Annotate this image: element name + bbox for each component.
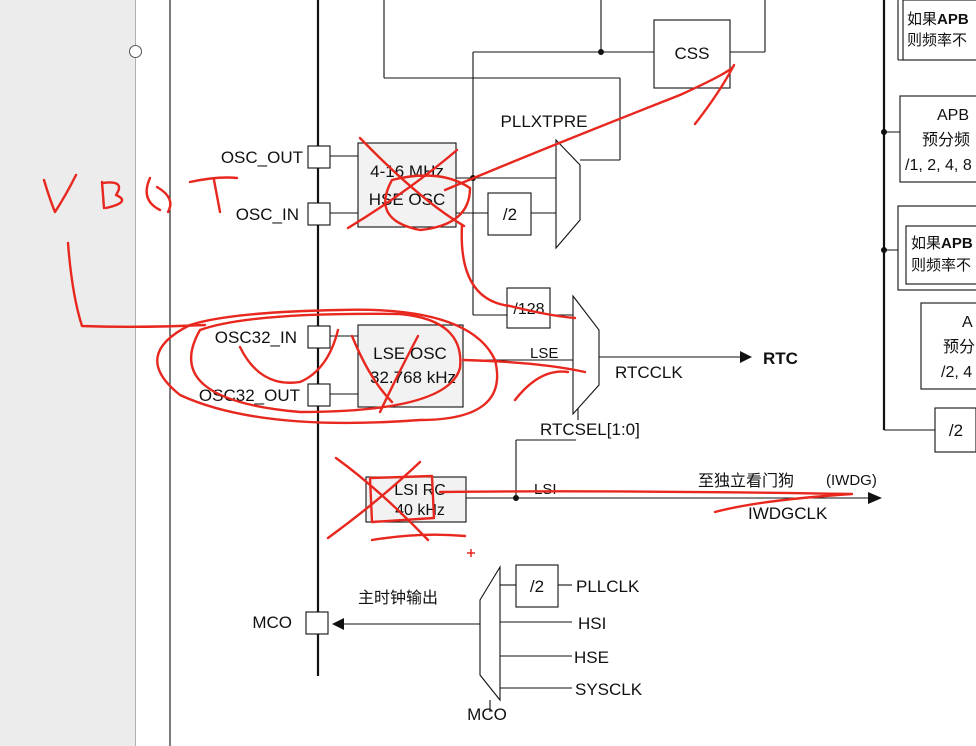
svg-text:如果APB: 如果APB xyxy=(907,10,969,28)
signal-arrows xyxy=(332,351,882,630)
ink-loop-hse xyxy=(384,174,472,232)
ink-bracket xyxy=(66,241,207,328)
right-box3-bold: APB xyxy=(941,235,973,252)
rtcclk-label: RTCCLK xyxy=(615,363,683,382)
right-box2-line2: 预分频 xyxy=(922,130,970,149)
svg-text:如果APB: 如果APB xyxy=(911,234,973,252)
mco-mux-label: MCO xyxy=(467,705,507,724)
pllxtpre-label: PLLXTPRE xyxy=(501,112,588,131)
ink-x-lse xyxy=(350,334,420,414)
right-box-2 xyxy=(899,95,976,183)
mco-mux xyxy=(479,565,501,702)
right-box3-line2: 则频率不 xyxy=(911,256,971,274)
right-box1-bold: APB xyxy=(937,11,969,28)
hse-osc-name: HSE OSC xyxy=(369,190,446,209)
mco-pin-label: MCO xyxy=(252,613,292,632)
osc-in-label: OSC_IN xyxy=(236,205,299,224)
div2-hse-label: /2 xyxy=(503,205,517,224)
right-box4-line1: A xyxy=(962,314,973,331)
iwdg-en-label: (IWDG) xyxy=(826,472,877,489)
sysclk-label: SYSCLK xyxy=(575,680,643,699)
ink-check xyxy=(238,328,340,384)
pin-pads xyxy=(305,145,331,635)
ink-letter-v xyxy=(42,173,78,214)
right-box4-line2: 预分 xyxy=(943,337,975,356)
ink-to-128 xyxy=(460,223,577,320)
rtcsel-mux xyxy=(572,294,600,416)
ink-lsi-arrow xyxy=(438,490,854,514)
right-box4-line3: /2, 4 xyxy=(941,364,972,381)
lse-osc-freq: 32.768 kHz xyxy=(370,368,456,387)
div2-right-label: /2 xyxy=(949,421,963,440)
lsi-rc-freq: 40 kHz xyxy=(395,502,445,519)
right-box1-line2: 则频率不 xyxy=(907,31,967,49)
ink-letter-b xyxy=(100,180,124,210)
hsi-label: HSI xyxy=(578,614,606,633)
right-box2-line3: /1, 2, 4, 8 xyxy=(905,157,972,174)
rtc-label: RTC xyxy=(763,349,798,368)
right-side-labels: 如果APB 则频率不 APB 预分频 /1, 2, 4, 8 如果APB 则频率… xyxy=(905,10,975,381)
side-panel xyxy=(0,0,136,746)
mco-output-label: 主时钟输出 xyxy=(358,588,438,607)
right-box-1 xyxy=(902,0,976,61)
diagram-labels: OSC_OUT OSC_IN OSC32_IN OSC32_OUT MCO 4-… xyxy=(199,44,963,724)
lse-osc-block xyxy=(357,324,464,408)
osc32-out-label: OSC32_OUT xyxy=(199,386,300,405)
handwritten-annotations xyxy=(42,63,854,557)
ink-underline-lsi xyxy=(370,533,467,542)
iwdgclk-label: IWDGCLK xyxy=(748,504,828,523)
div2-pll-block xyxy=(515,564,559,608)
ink-lse-arrow xyxy=(461,358,587,374)
div2-right-block xyxy=(934,407,976,453)
resize-handle[interactable] xyxy=(129,45,142,58)
right-box-3 xyxy=(905,225,976,285)
right-box3-cn: 如果 xyxy=(911,234,941,252)
ink-letter-a xyxy=(145,176,172,214)
pllclk-label: PLLCLK xyxy=(576,577,640,596)
rtcsel-label: RTCSEL[1:0] xyxy=(540,420,640,439)
lse-mux-input-label: LSE xyxy=(530,345,558,362)
osc-out-label: OSC_OUT xyxy=(221,148,303,167)
div2-hse-block xyxy=(487,192,532,236)
ink-loop-inner xyxy=(189,312,462,414)
ink-box-lsi xyxy=(368,474,436,524)
ink-letter-t xyxy=(188,176,239,214)
right-box2-line1: APB xyxy=(937,107,969,124)
right-box-4 xyxy=(920,302,976,390)
ink-x-lsi xyxy=(326,456,430,542)
lsi-line-label: LSI xyxy=(534,481,557,498)
css-label: CSS xyxy=(675,44,710,63)
hse-osc-block xyxy=(357,142,457,228)
iwdg-cn-label: 至独立看门狗 xyxy=(698,471,794,490)
right-box1-cn: 如果 xyxy=(907,10,937,28)
pllxtpre-mux xyxy=(555,138,581,250)
lsi-rc-name: LSI RC xyxy=(394,482,446,499)
ink-loop-outer xyxy=(156,308,499,425)
hse-label: HSE xyxy=(574,648,609,667)
ink-to-css xyxy=(443,63,736,192)
ink-rtc-link xyxy=(513,370,570,402)
div2-pll-label: /2 xyxy=(530,577,544,596)
ink-plus-mark xyxy=(467,549,475,557)
osc32-in-label: OSC32_IN xyxy=(215,328,297,347)
